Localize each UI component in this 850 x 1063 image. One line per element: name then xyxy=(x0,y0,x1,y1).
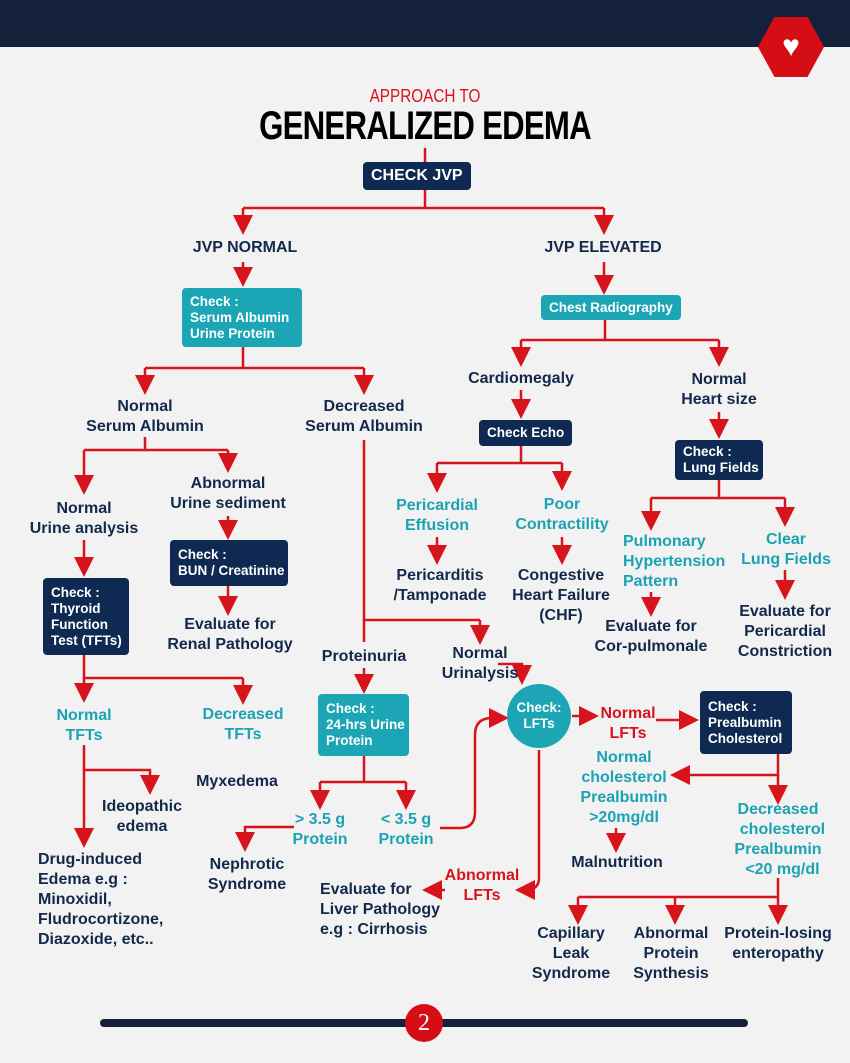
pericardial-effusion: Pericardial Effusion xyxy=(396,497,478,534)
cardiomegaly: Cardiomegaly xyxy=(468,370,574,387)
page-number: 2 xyxy=(405,1004,443,1042)
gt-3-5-protein: > 3.5 g Protein xyxy=(292,811,348,848)
check-serum-box: Check : Serum Albumin Urine Protein xyxy=(182,288,302,347)
check-lft-circle: Check: LFTs xyxy=(507,684,571,748)
check-echo-box: Check Echo xyxy=(479,420,573,446)
heart-icon: ♥ xyxy=(758,17,824,77)
proteinuria: Proteinuria xyxy=(321,648,407,665)
protein-losing-enteropathy: Protein-losing enteropathy xyxy=(724,925,832,962)
clear-lung: Clear Lung Fields xyxy=(741,531,831,568)
title-prefix: APPROACH TO xyxy=(369,86,481,106)
decreased-tfts: Decreased TFTs xyxy=(202,706,284,743)
abnormal-lfts: Abnormal LFTs xyxy=(444,867,520,904)
nephrotic-syndrome: Nephrotic Syndrome xyxy=(207,856,287,893)
check-tft-box: Check : Thyroid Function Test (TFTs) xyxy=(43,578,129,655)
normal-albumin: Normal Serum Albumin xyxy=(86,398,204,435)
abnormal-urine: Abnormal Urine sediment xyxy=(170,475,286,512)
check-lung-box: Check : Lung Fields xyxy=(675,440,763,480)
check-24h-box: Check : 24-hrs Urine Protein xyxy=(318,694,409,756)
renal-pathology: Evaluate for Renal Pathology xyxy=(167,616,293,653)
liver-pathology: Evaluate for Liver Pathology e.g : Cirrh… xyxy=(320,881,441,938)
pulmonary-htn: Pulmonary Hypertension Pattern xyxy=(623,533,726,590)
capillary-leak: Capillary Leak Syndrome xyxy=(531,925,611,982)
decreased-cholesterol: Decreased cholesterol Prealbumin <20 mg/… xyxy=(734,801,826,878)
normal-heart-size: Normal Heart size xyxy=(681,371,757,408)
normal-urinalysis: Normal Urinalysis xyxy=(441,645,519,682)
abnormal-protein-synthesis: Abnormal Protein Synthesis xyxy=(633,925,709,982)
pericardial-constriction: Evaluate for Pericardial Constriction xyxy=(737,603,833,660)
malnutrition: Malnutrition xyxy=(571,854,663,871)
chest-radiography-box: Chest Radiography xyxy=(541,295,681,320)
chf: Congestive Heart Failure (CHF) xyxy=(512,567,610,624)
idiopathic-edema: Ideopathic edema xyxy=(101,798,183,835)
cor-pulmonale: Evaluate for Cor-pulmonale xyxy=(594,618,708,655)
header-banner xyxy=(0,0,850,47)
check-jvp-box: CHECK JVP xyxy=(363,162,471,190)
lt-3-5-protein: < 3.5 g Protein xyxy=(378,811,434,848)
normal-tfts: Normal TFTs xyxy=(56,707,112,744)
myxedema: Myxedema xyxy=(196,773,278,790)
jvp-normal: JVP NORMAL xyxy=(192,239,298,256)
decreased-albumin: Decreased Serum Albumin xyxy=(305,398,423,435)
pericarditis: Pericarditis /Tamponade xyxy=(393,567,487,604)
check-bun-box: Check : BUN / Creatinine xyxy=(170,540,288,586)
drug-induced-edema: Drug-induced Edema e.g : Minoxidil, Flud… xyxy=(38,851,164,948)
poor-contractility: Poor Contractility xyxy=(515,496,609,533)
normal-urine: Normal Urine analysis xyxy=(29,500,139,537)
jvp-elevated: JVP ELEVATED xyxy=(544,239,662,256)
page-title: GENERALIZED EDEMA xyxy=(259,104,591,148)
normal-cholesterol: Normal cholesterol Prealbumin >20mg/dl xyxy=(580,749,668,826)
check-prealbumin-box: Check : Prealbumin Cholesterol xyxy=(700,691,792,754)
normal-lfts: Normal LFTs xyxy=(600,705,656,742)
